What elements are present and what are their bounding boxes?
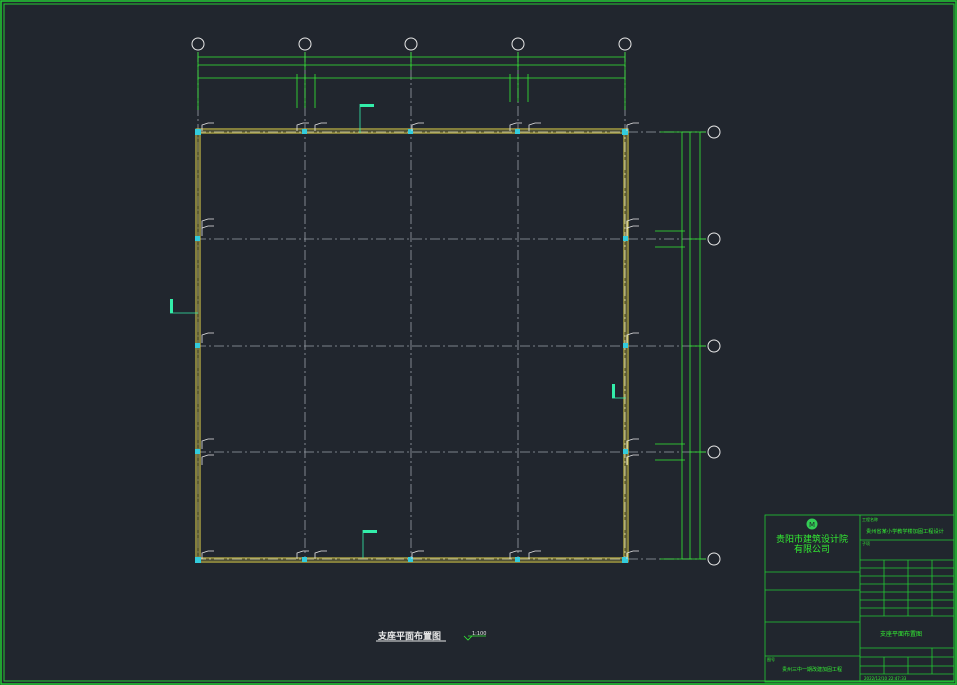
right-dimensions [655, 131, 706, 560]
grid-bubble-top-1 [191, 37, 205, 51]
grid-bubble-right-3 [707, 339, 721, 353]
grid-bubble-right-1 [707, 125, 721, 139]
column-markers [195, 129, 628, 563]
sheet-code-label: 图号 [767, 656, 775, 662]
scale-marker [463, 635, 473, 641]
footer-code: 2022/12/10 22:47:33 [864, 676, 907, 681]
project-name: 贵州省某小学教学楼加固工程设计 [866, 527, 944, 535]
grid-bubble-right-4 [707, 445, 721, 459]
sheet-inner-border [3, 3, 955, 682]
grid-bubble-top-4 [511, 37, 525, 51]
grid-bubble-top-5 [618, 37, 632, 51]
section-tags [170, 104, 626, 558]
grid-bubble-right-5 [707, 552, 721, 566]
drawing-scale: 1:100 [472, 631, 486, 637]
perimeter-walls [195, 128, 629, 563]
company-logo-icon: M [806, 518, 818, 530]
company-name-line2: 有限公司 [794, 543, 830, 555]
company-name-line1: 贵阳市建筑设计院 [776, 533, 848, 545]
project-label: 工程名称 [862, 516, 878, 522]
grid-bubble-top-3 [404, 37, 418, 51]
grid-bubble-top-2 [298, 37, 312, 51]
title-block [764, 514, 955, 683]
svg-text:M: M [809, 521, 815, 529]
item-label: 子项 [862, 540, 870, 546]
support-symbols [201, 122, 639, 559]
sheet-code: 贵州三中一期改建加固工程 [782, 666, 842, 673]
grid-lines [196, 52, 706, 562]
top-dimensions [197, 52, 626, 110]
grid-bubble-right-2 [707, 232, 721, 246]
sheet-name: 支座平面布置图 [880, 630, 922, 638]
grid-bubbles [191, 37, 721, 566]
drawing-title: 支座平面布置图 [377, 630, 441, 642]
